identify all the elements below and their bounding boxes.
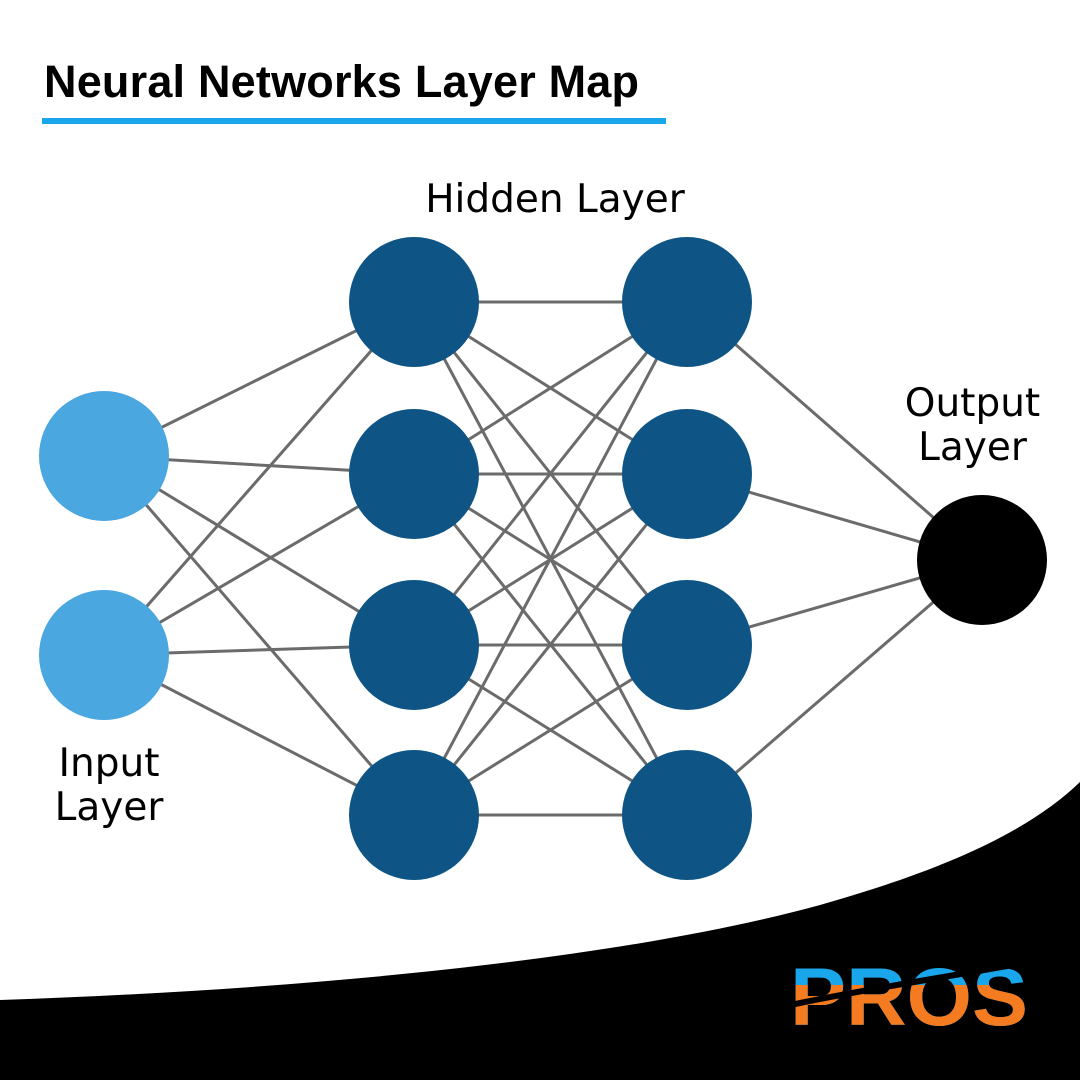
title-underline <box>42 118 666 124</box>
output-label-line1: Output <box>904 381 1041 426</box>
output-label-line2: Layer <box>918 425 1027 470</box>
hidden-layer-label: Hidden Layer <box>425 177 685 222</box>
output-node-1 <box>917 495 1047 625</box>
connection-line <box>102 301 416 656</box>
hidden-2-node-4 <box>622 750 752 880</box>
logo-swoosh <box>785 959 1031 1009</box>
input-node-2 <box>39 590 169 720</box>
connection-line <box>412 301 689 646</box>
footer-swoosh <box>0 782 1080 1080</box>
pros-logo: PROS PROS <box>785 952 1031 1043</box>
input-layer-label: Input Layer <box>40 742 178 830</box>
hidden-1-node-1 <box>349 237 479 367</box>
neurons <box>39 237 1047 880</box>
input-node-1 <box>39 391 169 521</box>
connection-line <box>686 300 983 562</box>
hidden-1-node-4 <box>349 750 479 880</box>
input-label-line2: Layer <box>54 785 164 830</box>
hidden-2-node-1 <box>622 237 752 367</box>
connection-line <box>102 455 416 816</box>
hidden-2-node-2 <box>622 409 752 539</box>
input-label-line1: Input <box>58 741 160 786</box>
output-layer-label: Output Layer <box>890 382 1055 470</box>
hidden-2-node-3 <box>622 580 752 710</box>
connection-line <box>412 473 689 816</box>
hidden-1-node-3 <box>349 580 479 710</box>
page-title: Neural Networks Layer Map <box>44 56 640 107</box>
connection-line <box>412 301 689 816</box>
connections <box>102 300 983 817</box>
hidden-1-node-2 <box>349 409 479 539</box>
